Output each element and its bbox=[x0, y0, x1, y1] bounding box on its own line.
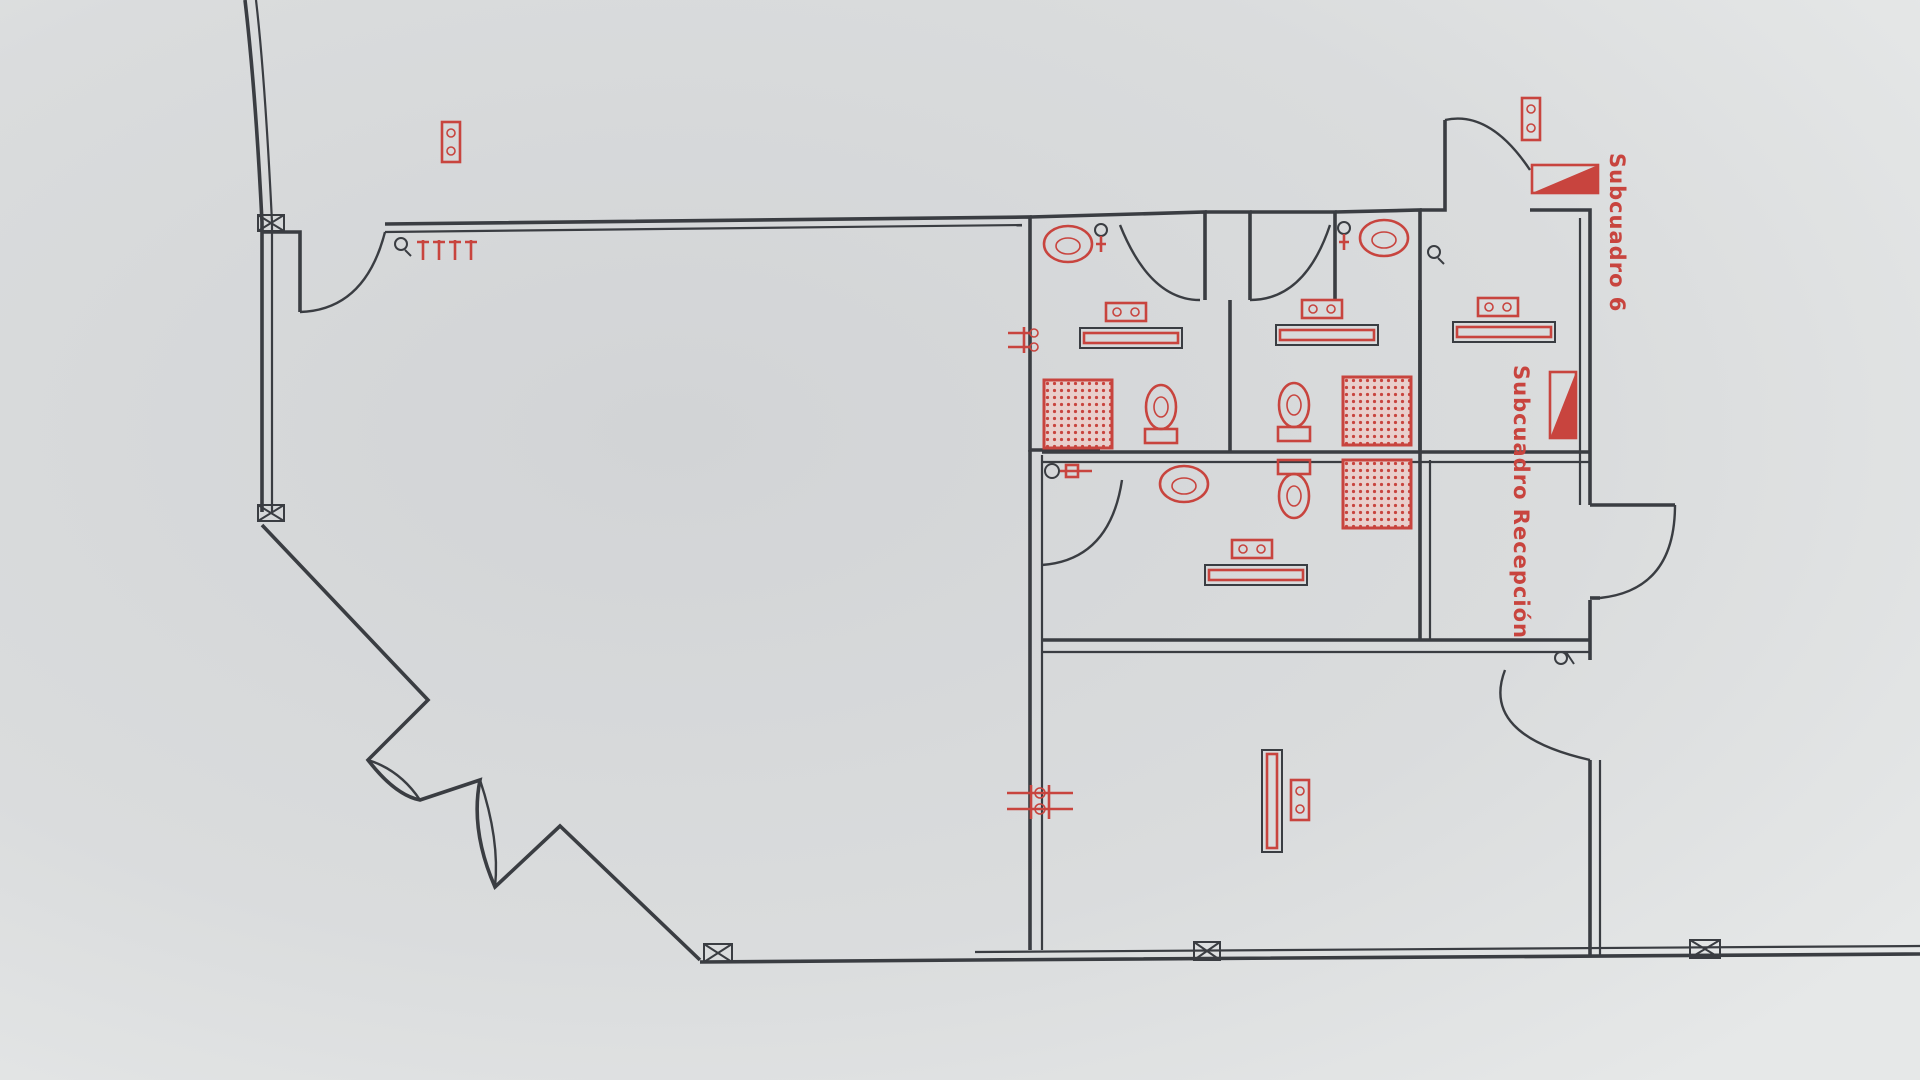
lights bbox=[1079, 321, 1556, 853]
door-bath-3 bbox=[1041, 479, 1124, 567]
column-icon bbox=[703, 943, 733, 963]
columns bbox=[257, 214, 1721, 963]
subcuadro-recepcion-label: Subcuadro Recepción bbox=[1509, 365, 1533, 639]
fluorescent-light-icon bbox=[1275, 324, 1379, 346]
outlet-icon bbox=[440, 120, 462, 164]
outlet-icon bbox=[1230, 538, 1274, 560]
outlet-icon bbox=[1300, 298, 1344, 320]
fluorescent-light-icon bbox=[1261, 749, 1283, 853]
door-north bbox=[1444, 117, 1531, 171]
doors bbox=[299, 117, 1677, 888]
lamp-switch-icon bbox=[1427, 245, 1445, 265]
door-west-room bbox=[299, 231, 387, 314]
outlet-icon bbox=[1104, 301, 1148, 323]
lamp-switch-icon bbox=[1337, 221, 1351, 250]
fluorescent-light-icon bbox=[1452, 321, 1556, 343]
subcuadro-6-label: Subcuadro 6 bbox=[1605, 153, 1629, 312]
lamp-switch-icon bbox=[1044, 463, 1092, 479]
door-bath-2 bbox=[1249, 224, 1332, 302]
west-curved-wall bbox=[243, 0, 264, 512]
column-icon bbox=[1193, 941, 1221, 961]
washbasin-icon bbox=[1042, 224, 1094, 264]
column-icon bbox=[1689, 939, 1721, 959]
door-south-room bbox=[1499, 669, 1591, 762]
lamp-switch-icon bbox=[394, 237, 477, 260]
washbasins bbox=[1042, 218, 1410, 504]
switches bbox=[394, 221, 1575, 819]
shower-tray-icon bbox=[1042, 378, 1114, 450]
lamp-switch-icon bbox=[1007, 785, 1073, 819]
lamp-switch-icon bbox=[1554, 651, 1575, 665]
column-icon bbox=[257, 504, 285, 522]
toilet-icon bbox=[1143, 383, 1179, 445]
outlet-icon bbox=[1520, 96, 1542, 142]
outlets bbox=[440, 96, 1542, 822]
toilets bbox=[1143, 381, 1312, 520]
lamp-switch-icon bbox=[1008, 327, 1039, 353]
showers bbox=[1042, 375, 1413, 530]
lamp-switch-icon bbox=[1094, 223, 1108, 252]
door-bath-1 bbox=[1118, 224, 1201, 302]
south-wall bbox=[699, 952, 1920, 964]
column-icon bbox=[257, 214, 285, 232]
outlet-icon bbox=[1476, 296, 1520, 318]
shower-tray-icon bbox=[1341, 458, 1413, 530]
subpanel-icon bbox=[1548, 370, 1578, 440]
washbasin-icon bbox=[1358, 218, 1410, 258]
toilet-icon bbox=[1276, 381, 1312, 443]
subpanel-icon bbox=[1530, 163, 1600, 195]
fluorescent-light-icon bbox=[1079, 327, 1183, 349]
shower-tray-icon bbox=[1341, 375, 1413, 447]
toilet-icon bbox=[1276, 458, 1312, 520]
outlet-icon bbox=[1289, 778, 1311, 822]
door-reception bbox=[1599, 504, 1677, 600]
fluorescent-light-icon bbox=[1204, 564, 1308, 586]
subpanels bbox=[1530, 163, 1600, 440]
washbasin-icon bbox=[1158, 464, 1210, 504]
